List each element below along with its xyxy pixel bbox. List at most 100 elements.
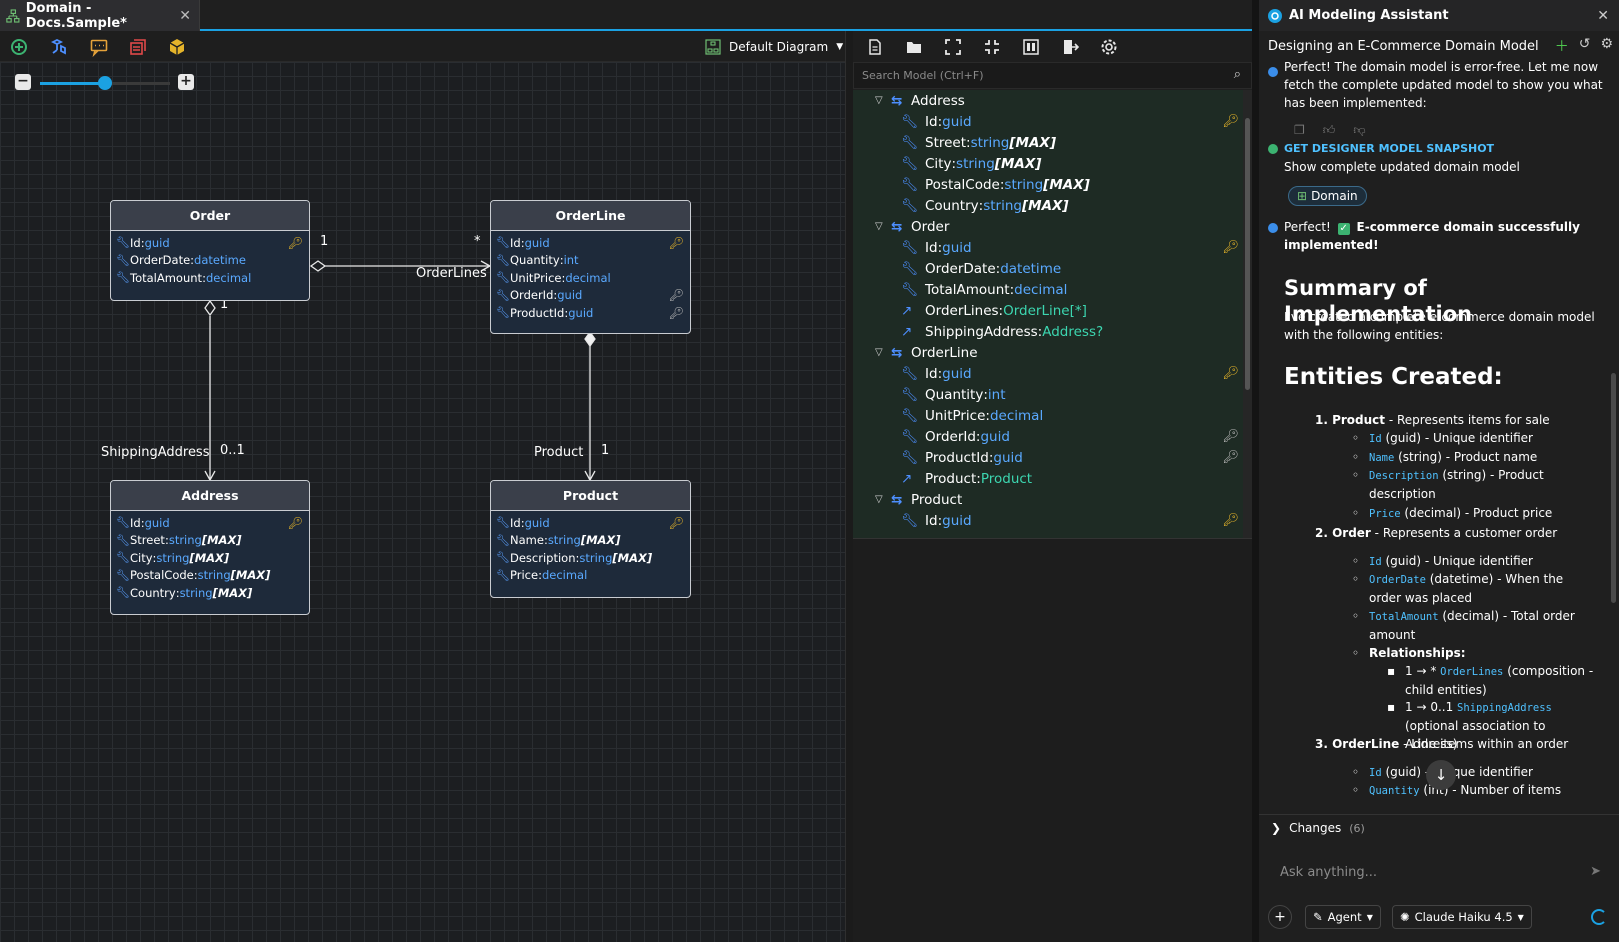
- model-search-input[interactable]: Search Model (Ctrl+F) ⌕: [853, 62, 1252, 89]
- diagram-icon: [705, 39, 721, 55]
- collapse-triangle-icon[interactable]: ▽: [875, 95, 883, 106]
- attribute-row[interactable]: 🔧︎PostalCode: string [MAX]: [111, 567, 309, 585]
- tree-attribute[interactable]: 🔧︎Id: guid🔑︎: [853, 363, 1243, 384]
- attribute-row[interactable]: 🔧︎City: string [MAX]: [111, 549, 309, 567]
- chat-input[interactable]: Ask anything... ➤: [1263, 852, 1613, 896]
- zoom-slider[interactable]: [40, 76, 170, 90]
- tree-attribute[interactable]: 🔧︎PostalCode: string [MAX]: [853, 174, 1243, 195]
- tree-association[interactable]: ↗Product: Product: [853, 468, 1243, 489]
- tree-attribute[interactable]: 🔧︎Id: guid🔑︎: [853, 111, 1243, 132]
- attribute-row[interactable]: 🔧︎Quantity: int: [491, 252, 690, 270]
- attribute-row[interactable]: 🔧︎OrderDate: datetime: [111, 252, 309, 270]
- copy-icon[interactable]: ❐: [1294, 123, 1305, 137]
- entity-address[interactable]: Address 🔧︎Id: guid🔑︎🔧︎Street: string [MA…: [110, 480, 310, 615]
- tree-attribute[interactable]: 🔧︎Country: string [MAX]: [853, 195, 1243, 216]
- scroll-to-bottom-button[interactable]: ↓: [1426, 760, 1456, 790]
- attribute-row[interactable]: 🔧︎UnitPrice: decimal: [491, 269, 690, 287]
- search-icon[interactable]: ⌕: [1233, 67, 1241, 82]
- sync-diagram-icon[interactable]: [1022, 38, 1040, 56]
- association-label-orderlines[interactable]: OrderLines: [416, 266, 487, 281]
- collapse-triangle-icon[interactable]: ▽: [875, 347, 883, 358]
- entity-order[interactable]: Order 🔧︎Id: guid🔑︎🔧︎OrderDate: datetime🔧…: [110, 200, 310, 301]
- domain-chip[interactable]: ⊞ Domain: [1288, 186, 1367, 206]
- splitter[interactable]: [1252, 0, 1259, 942]
- add-stereotype-icon[interactable]: [128, 37, 148, 57]
- zoom-slider-handle[interactable]: [98, 76, 112, 90]
- tree-class-address[interactable]: ▽⇆Address: [853, 90, 1243, 111]
- attribute-type: guid: [993, 449, 1023, 466]
- collapse-triangle-icon[interactable]: ▽: [875, 494, 883, 505]
- chat-scrollbar[interactable]: [1609, 61, 1619, 814]
- new-chat-icon[interactable]: ＋: [1554, 39, 1569, 55]
- add-package-icon[interactable]: [167, 37, 187, 57]
- connector-order-address[interactable]: [204, 299, 216, 482]
- attribute-type: string: [197, 568, 231, 583]
- tree-attribute[interactable]: 🔧︎Id: guid🔑︎: [853, 237, 1243, 258]
- tree-association[interactable]: ↗OrderLines: OrderLine[*]: [853, 300, 1243, 321]
- close-icon[interactable]: ✕: [1597, 7, 1609, 24]
- attribute-row[interactable]: 🔧︎OrderId: guid🔑︎: [491, 287, 690, 305]
- zoom-in-button[interactable]: +: [178, 74, 194, 90]
- agent-mode-dropdown[interactable]: ✎ Agent ▼: [1305, 905, 1381, 929]
- thumbs-down-icon[interactable]: 👎︎: [1353, 123, 1366, 137]
- thumbs-up-icon[interactable]: 👍︎: [1322, 123, 1336, 137]
- tree-attribute[interactable]: 🔧︎TotalAmount: decimal: [853, 279, 1243, 300]
- attribute-row[interactable]: 🔧︎ProductId: guid🔑︎: [491, 304, 690, 322]
- tree-attribute[interactable]: 🔧︎OrderDate: datetime: [853, 258, 1243, 279]
- tree-attribute[interactable]: 🔧︎UnitPrice: decimal: [853, 405, 1243, 426]
- tree-association[interactable]: ↗ShippingAddress: Address?: [853, 321, 1243, 342]
- tree-class-product[interactable]: ▽⇆Product: [853, 489, 1243, 510]
- new-document-icon[interactable]: [866, 38, 884, 56]
- attribute-max: [MAX]: [212, 585, 253, 600]
- entity-orderline[interactable]: OrderLine 🔧︎Id: guid🔑︎🔧︎Quantity: int🔧︎U…: [490, 200, 691, 334]
- attribute-row[interactable]: 🔧︎Id: guid🔑︎: [491, 234, 690, 252]
- tree-class-order[interactable]: ▽⇆Order: [853, 216, 1243, 237]
- splitter[interactable]: [845, 31, 853, 942]
- zoom-out-button[interactable]: −: [15, 74, 31, 90]
- changes-section[interactable]: ❯ Changes (6): [1259, 814, 1619, 841]
- connector-order-orderlines[interactable]: [309, 260, 492, 272]
- diagram-canvas[interactable]: − + 1 *: [0, 62, 845, 942]
- scrollbar-thumb[interactable]: [1611, 373, 1616, 603]
- attribute-row[interactable]: 🔧︎TotalAmount: decimal: [111, 269, 309, 287]
- tree-attribute[interactable]: 🔧︎OrderId: guid🔑︎: [853, 426, 1243, 447]
- attribute-row[interactable]: 🔧︎Id: guid🔑︎: [111, 514, 309, 532]
- tree-attribute[interactable]: 🔧︎Quantity: int: [853, 384, 1243, 405]
- expand-icon[interactable]: [944, 38, 962, 56]
- model-dropdown[interactable]: ✺ Claude Haiku 4.5 ▼: [1392, 905, 1532, 929]
- tree-class-orderline[interactable]: ▽⇆OrderLine: [853, 342, 1243, 363]
- add-element-icon[interactable]: [9, 37, 29, 57]
- attribute-row[interactable]: 🔧︎Street: string [MAX]: [111, 532, 309, 550]
- tree-attribute[interactable]: 🔧︎ProductId: guid🔑︎: [853, 447, 1243, 468]
- open-folder-icon[interactable]: [905, 38, 923, 56]
- gear-icon[interactable]: ⚙: [1600, 36, 1613, 52]
- tree-attribute[interactable]: 🔧︎Street: string [MAX]: [853, 132, 1243, 153]
- connector-orderline-product[interactable]: [584, 330, 596, 482]
- tree-scrollbar[interactable]: [1243, 90, 1252, 538]
- attribute-row[interactable]: 🔧︎Country: string [MAX]: [111, 584, 309, 602]
- tree-attribute[interactable]: 🔧︎Id: guid🔑︎: [853, 510, 1243, 531]
- add-class-icon[interactable]: [49, 37, 69, 57]
- attribute-row[interactable]: 🔧︎Name: string [MAX]: [491, 532, 690, 550]
- association-label-product[interactable]: Product: [534, 445, 584, 460]
- collapse-icon[interactable]: [983, 38, 1001, 56]
- add-comment-icon[interactable]: [89, 37, 109, 57]
- attribute-row[interactable]: 🔧︎Id: guid🔑︎: [491, 514, 690, 532]
- send-icon[interactable]: ➤: [1590, 864, 1601, 879]
- attribute-row[interactable]: 🔧︎Id: guid🔑︎: [111, 234, 309, 252]
- collapse-triangle-icon[interactable]: ▽: [875, 221, 883, 232]
- chat-transcript[interactable]: Perfect! The domain model is error-free.…: [1259, 61, 1609, 814]
- document-tab[interactable]: Domain - Docs.Sample* ✕: [0, 0, 200, 31]
- attribute-row[interactable]: 🔧︎Price: decimal: [491, 567, 690, 585]
- gear-icon[interactable]: [1099, 37, 1119, 57]
- scrollbar-thumb[interactable]: [1245, 118, 1250, 390]
- export-icon[interactable]: [1061, 38, 1079, 56]
- tree-attribute[interactable]: 🔧︎City: string [MAX]: [853, 153, 1243, 174]
- attach-button[interactable]: +: [1268, 905, 1292, 929]
- entity-product[interactable]: Product 🔧︎Id: guid🔑︎🔧︎Name: string [MAX]…: [490, 480, 691, 598]
- attribute-row[interactable]: 🔧︎Description: string [MAX]: [491, 549, 690, 567]
- close-tab-icon[interactable]: ✕: [179, 7, 191, 24]
- history-icon[interactable]: ↺: [1578, 36, 1591, 52]
- diagram-selector[interactable]: Default Diagram ▼: [705, 37, 843, 57]
- association-label-shippingaddress[interactable]: ShippingAddress: [101, 445, 210, 460]
